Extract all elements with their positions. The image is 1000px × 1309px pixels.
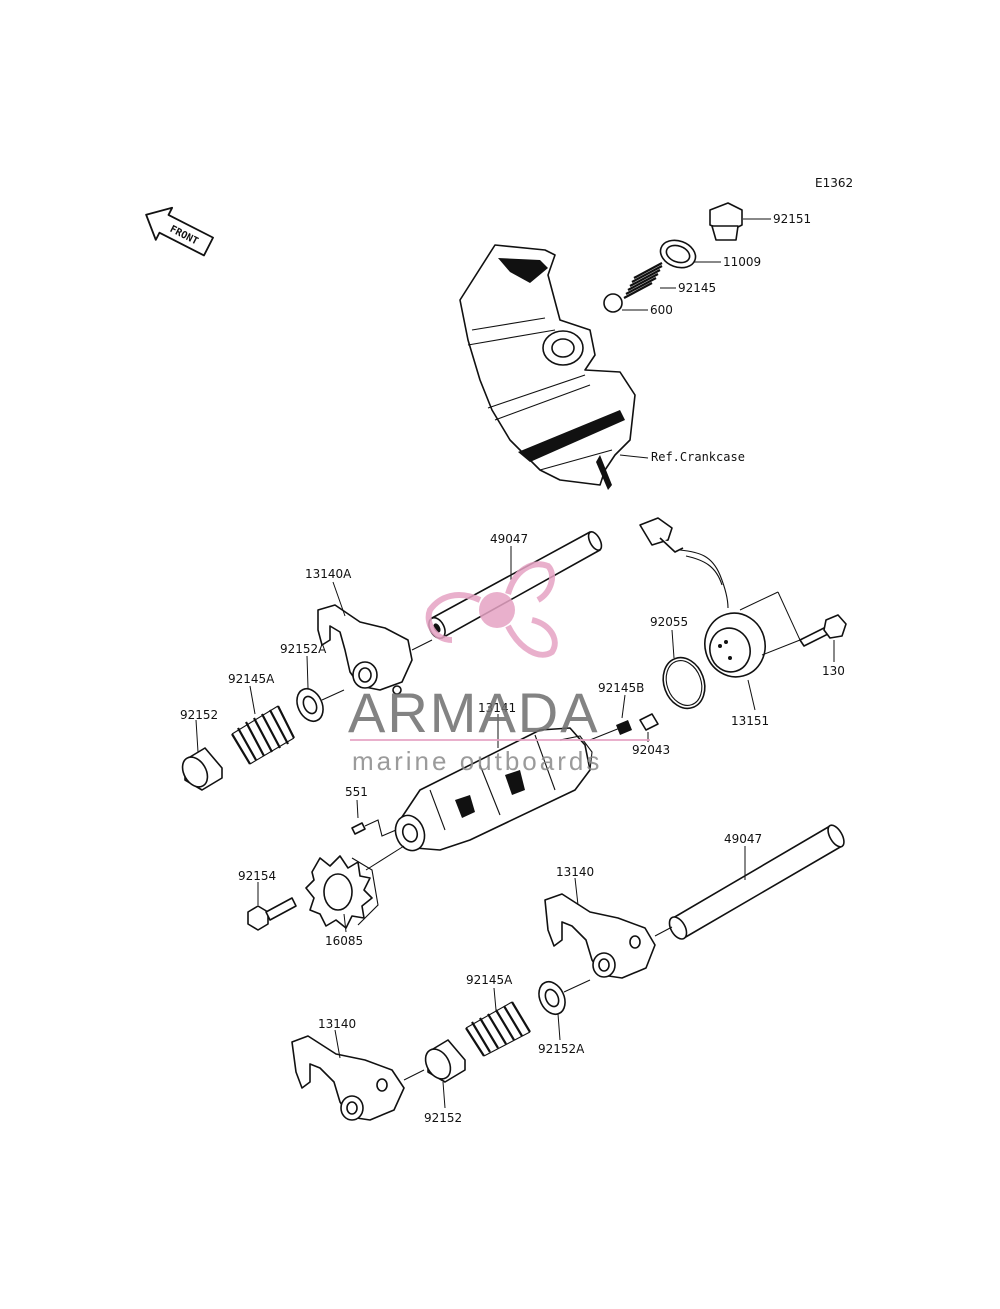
neutral-sensor-13151 — [639, 517, 801, 711]
label-92043: 92043 — [632, 743, 670, 757]
label-16085: 16085 — [325, 934, 363, 948]
o-ring-92055 — [662, 629, 706, 710]
plug-bolt — [709, 202, 771, 241]
shift-drum-13141 — [394, 714, 621, 852]
label-600: 600 — [650, 303, 673, 317]
shift-fork-13140-middle — [544, 877, 673, 979]
label-49047-bottom: 49047 — [724, 832, 762, 846]
label-13140-middle: 13140 — [556, 865, 594, 879]
label-92145A-top: 92145A — [228, 672, 275, 686]
collar-92152a-top — [296, 655, 345, 723]
label-13140-bottom: 13140 — [318, 1017, 356, 1031]
crankcase-reference — [459, 244, 649, 490]
watermark: ARMADA marine outboards — [348, 561, 650, 776]
label-92145A-bottom: 92145A — [466, 973, 513, 987]
bolt-92154 — [247, 882, 297, 931]
collar-92152-top — [181, 719, 223, 791]
label-92152-top: 92152 — [180, 708, 218, 722]
collar-92152a-bottom — [538, 979, 591, 1041]
diagram-code: E1362 — [815, 176, 853, 190]
spring-92145b — [616, 694, 632, 735]
label-551: 551 — [345, 785, 368, 799]
label-92145: 92145 — [678, 281, 716, 295]
shift-fork-13140a — [317, 581, 433, 695]
watermark-tagline: marine outboards — [352, 746, 602, 776]
shift-rod-top — [428, 531, 603, 640]
label-92152A-top: 92152A — [280, 642, 327, 656]
label-13151: 13151 — [731, 714, 769, 728]
label-92152A-bottom: 92152A — [538, 1042, 585, 1056]
label-92145B: 92145B — [598, 681, 644, 695]
label-13140A-top: 13140A — [305, 567, 352, 581]
front-arrow-icon: FRONT — [145, 206, 214, 257]
pin-551 — [351, 799, 397, 837]
ref-crankcase-label: Ref.Crankcase — [651, 450, 745, 464]
bolt-130 — [799, 614, 847, 662]
label-92055: 92055 — [650, 615, 688, 629]
steel-ball — [603, 293, 648, 313]
label-11009: 11009 — [723, 255, 761, 269]
label-130: 130 — [822, 664, 845, 678]
label-92152-bottom: 92152 — [424, 1111, 462, 1125]
washer — [659, 239, 721, 269]
gear-16085 — [305, 845, 405, 933]
label-92151: 92151 — [773, 212, 811, 226]
pin-92043 — [639, 713, 659, 742]
label-92154: 92154 — [238, 869, 276, 883]
collar-92152-bottom — [424, 1039, 466, 1109]
shift-rod-bottom — [668, 824, 845, 940]
detent-spring — [623, 262, 676, 299]
spring-92145a-top — [231, 685, 295, 765]
propeller-logo-icon — [425, 561, 558, 658]
watermark-brand: ARMADA — [348, 681, 600, 744]
spring-92145a-bottom — [465, 987, 531, 1057]
label-13141: 13141 — [478, 701, 516, 715]
shift-fork-13140-bottom — [291, 1029, 425, 1121]
label-49047-top: 49047 — [490, 532, 528, 546]
